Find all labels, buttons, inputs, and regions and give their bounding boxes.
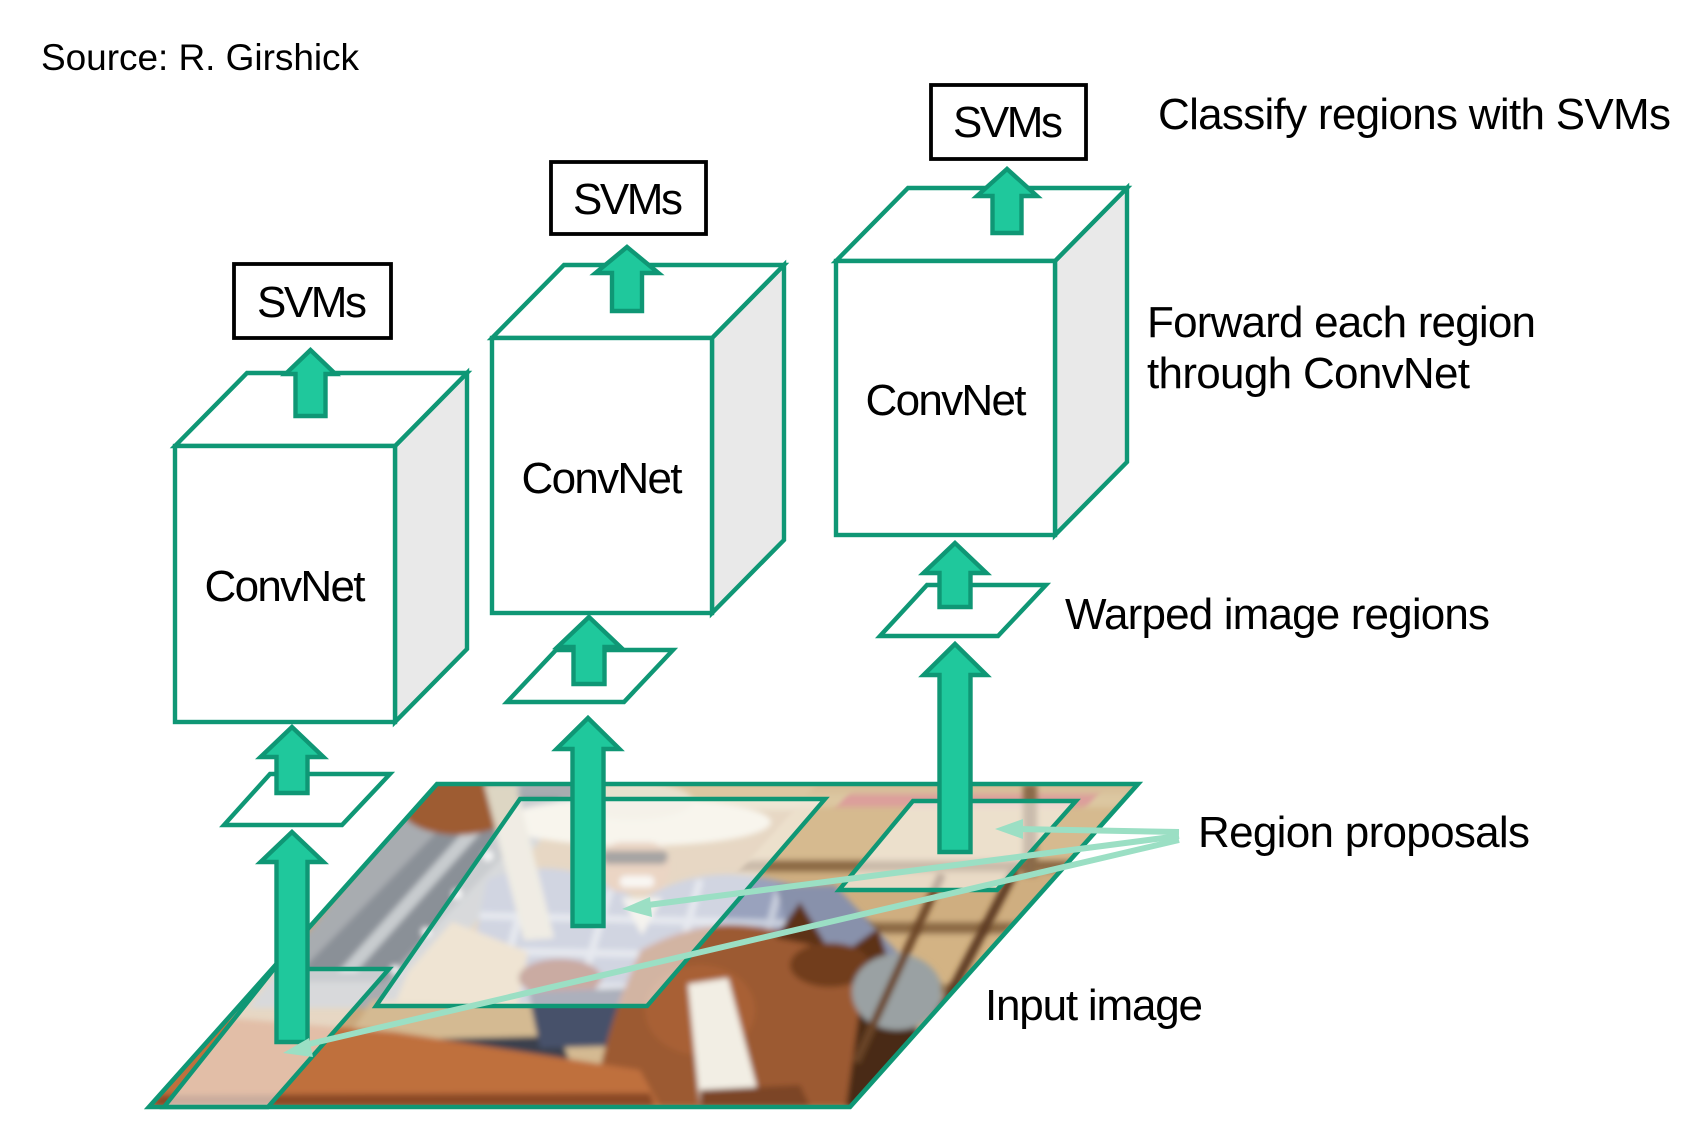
svg-text:Region proposals: Region proposals (1198, 808, 1530, 857)
svg-text:Forward each region: Forward each region (1147, 298, 1536, 347)
svg-text:Classify regions with SVMs: Classify regions with SVMs (1158, 90, 1671, 139)
svg-text:Input image: Input image (985, 981, 1203, 1030)
svg-text:Source: R. Girshick: Source: R. Girshick (41, 37, 360, 78)
svg-text:SVMs: SVMs (257, 278, 367, 327)
svg-text:ConvNet: ConvNet (205, 562, 366, 611)
svg-text:through ConvNet: through ConvNet (1147, 349, 1470, 398)
svg-text:Warped image regions: Warped image regions (1065, 590, 1490, 639)
svg-text:ConvNet: ConvNet (522, 454, 683, 503)
svg-text:SVMs: SVMs (573, 175, 683, 224)
svg-text:SVMs: SVMs (953, 98, 1063, 147)
svg-text:ConvNet: ConvNet (866, 376, 1027, 425)
